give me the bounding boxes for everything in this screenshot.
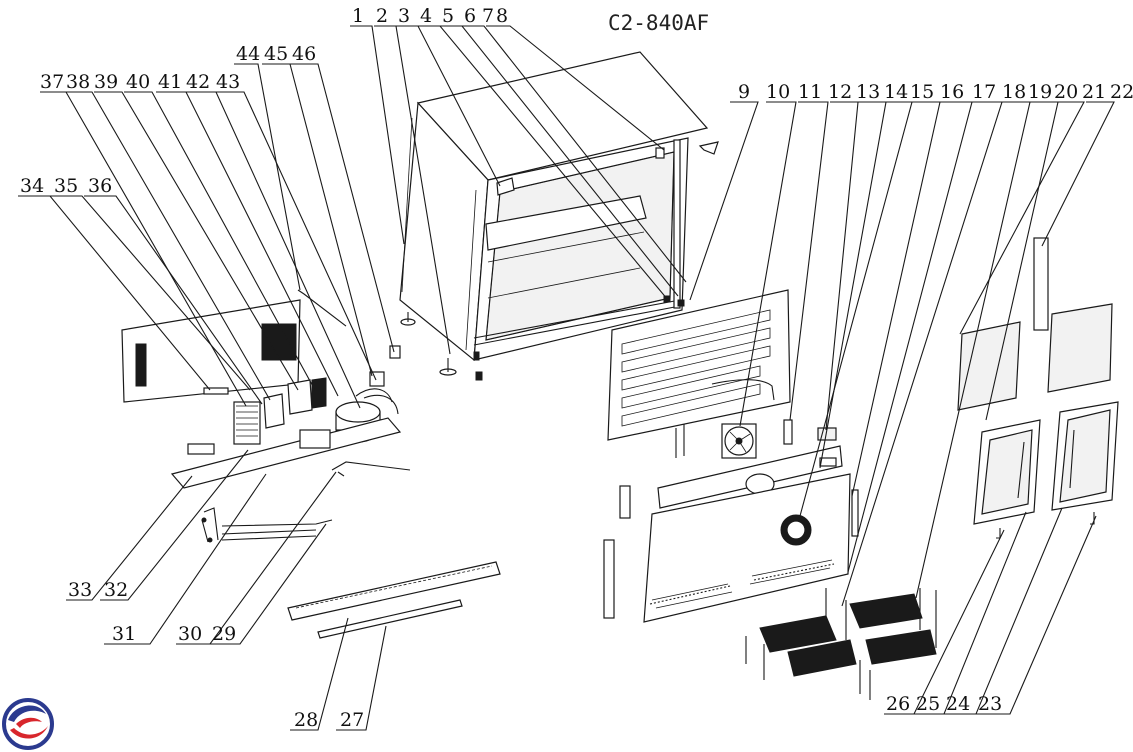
compressor-deck (170, 417, 402, 489)
door-left (973, 419, 1041, 525)
door-handle-bolt-left (996, 528, 1001, 539)
callout-19: 19 (1028, 81, 1052, 103)
callout-15: 15 (910, 81, 934, 103)
callout-31: 31 (112, 623, 136, 645)
callout-45: 45 (264, 43, 288, 65)
callout-44: 44 (236, 43, 260, 65)
callout-28: 28 (294, 709, 318, 731)
condenser-fan-set (233, 377, 327, 445)
brand-logo (2, 698, 54, 750)
callout-27: 27 (340, 709, 364, 731)
power-cable (331, 461, 411, 477)
callout-17: 17 (972, 81, 996, 103)
callout-labels: 1 2 3 4 5 6 7 8 9 10 11 12 13 14 15 16 1… (20, 5, 1133, 731)
callout-13: 13 (856, 81, 880, 103)
bottom-grille (287, 561, 501, 639)
callout-34: 34 (20, 175, 44, 197)
leader-lines (18, 25, 1115, 731)
door-handle-bolt-right (1090, 512, 1095, 525)
callout-16: 16 (940, 81, 964, 103)
callout-37: 37 (40, 71, 64, 93)
side-strip-left (603, 539, 615, 619)
callout-25: 25 (916, 693, 940, 715)
callout-32: 32 (104, 579, 128, 601)
callout-6: 6 (464, 5, 476, 27)
callout-8: 8 (496, 5, 508, 27)
callout-30: 30 (178, 623, 202, 645)
callout-38: 38 (66, 71, 90, 93)
door-seal-strip (1033, 237, 1049, 331)
callout-20: 20 (1054, 81, 1078, 103)
callout-33: 33 (68, 579, 92, 601)
wire-shelves (759, 593, 937, 677)
callout-43: 43 (216, 71, 240, 93)
callout-36: 36 (88, 175, 112, 197)
callout-23: 23 (978, 693, 1002, 715)
callout-29: 29 (212, 623, 236, 645)
cabinet-body (399, 51, 719, 381)
rear-panel (643, 445, 851, 623)
callout-22: 22 (1110, 81, 1133, 103)
callout-18: 18 (1002, 81, 1026, 103)
callout-3: 3 (398, 5, 410, 27)
capacitor (389, 345, 401, 359)
callout-24: 24 (946, 693, 970, 715)
callout-2: 2 (376, 5, 388, 27)
wiring-harness (201, 507, 333, 543)
relay-box (369, 371, 385, 387)
shelf-clips (745, 588, 937, 700)
door-right (1051, 401, 1119, 511)
side-strip-right (851, 489, 859, 537)
callout-14: 14 (884, 81, 908, 103)
fan-unit (721, 423, 757, 459)
callout-40: 40 (126, 71, 150, 93)
callout-21: 21 (1082, 81, 1106, 103)
callout-9: 9 (738, 81, 750, 103)
callout-42: 42 (186, 71, 210, 93)
glass-panes (957, 303, 1113, 411)
callout-11: 11 (798, 81, 822, 103)
callout-39: 39 (94, 71, 118, 93)
base-panel (121, 299, 301, 403)
callout-5: 5 (442, 5, 454, 27)
bolt-part-35 (203, 387, 229, 395)
callout-4: 4 (420, 5, 432, 27)
callout-46: 46 (292, 43, 316, 65)
callout-12: 12 (828, 81, 852, 103)
sensor-bracket (783, 419, 793, 445)
small-bracket (619, 485, 631, 519)
callout-41: 41 (158, 71, 182, 93)
callout-7: 7 (482, 5, 494, 27)
callout-26: 26 (886, 693, 910, 715)
callout-10: 10 (766, 81, 790, 103)
callout-35: 35 (54, 175, 78, 197)
callout-1: 1 (352, 5, 364, 27)
drain-tube (297, 289, 347, 327)
model-title: C2-840AF (608, 11, 709, 35)
